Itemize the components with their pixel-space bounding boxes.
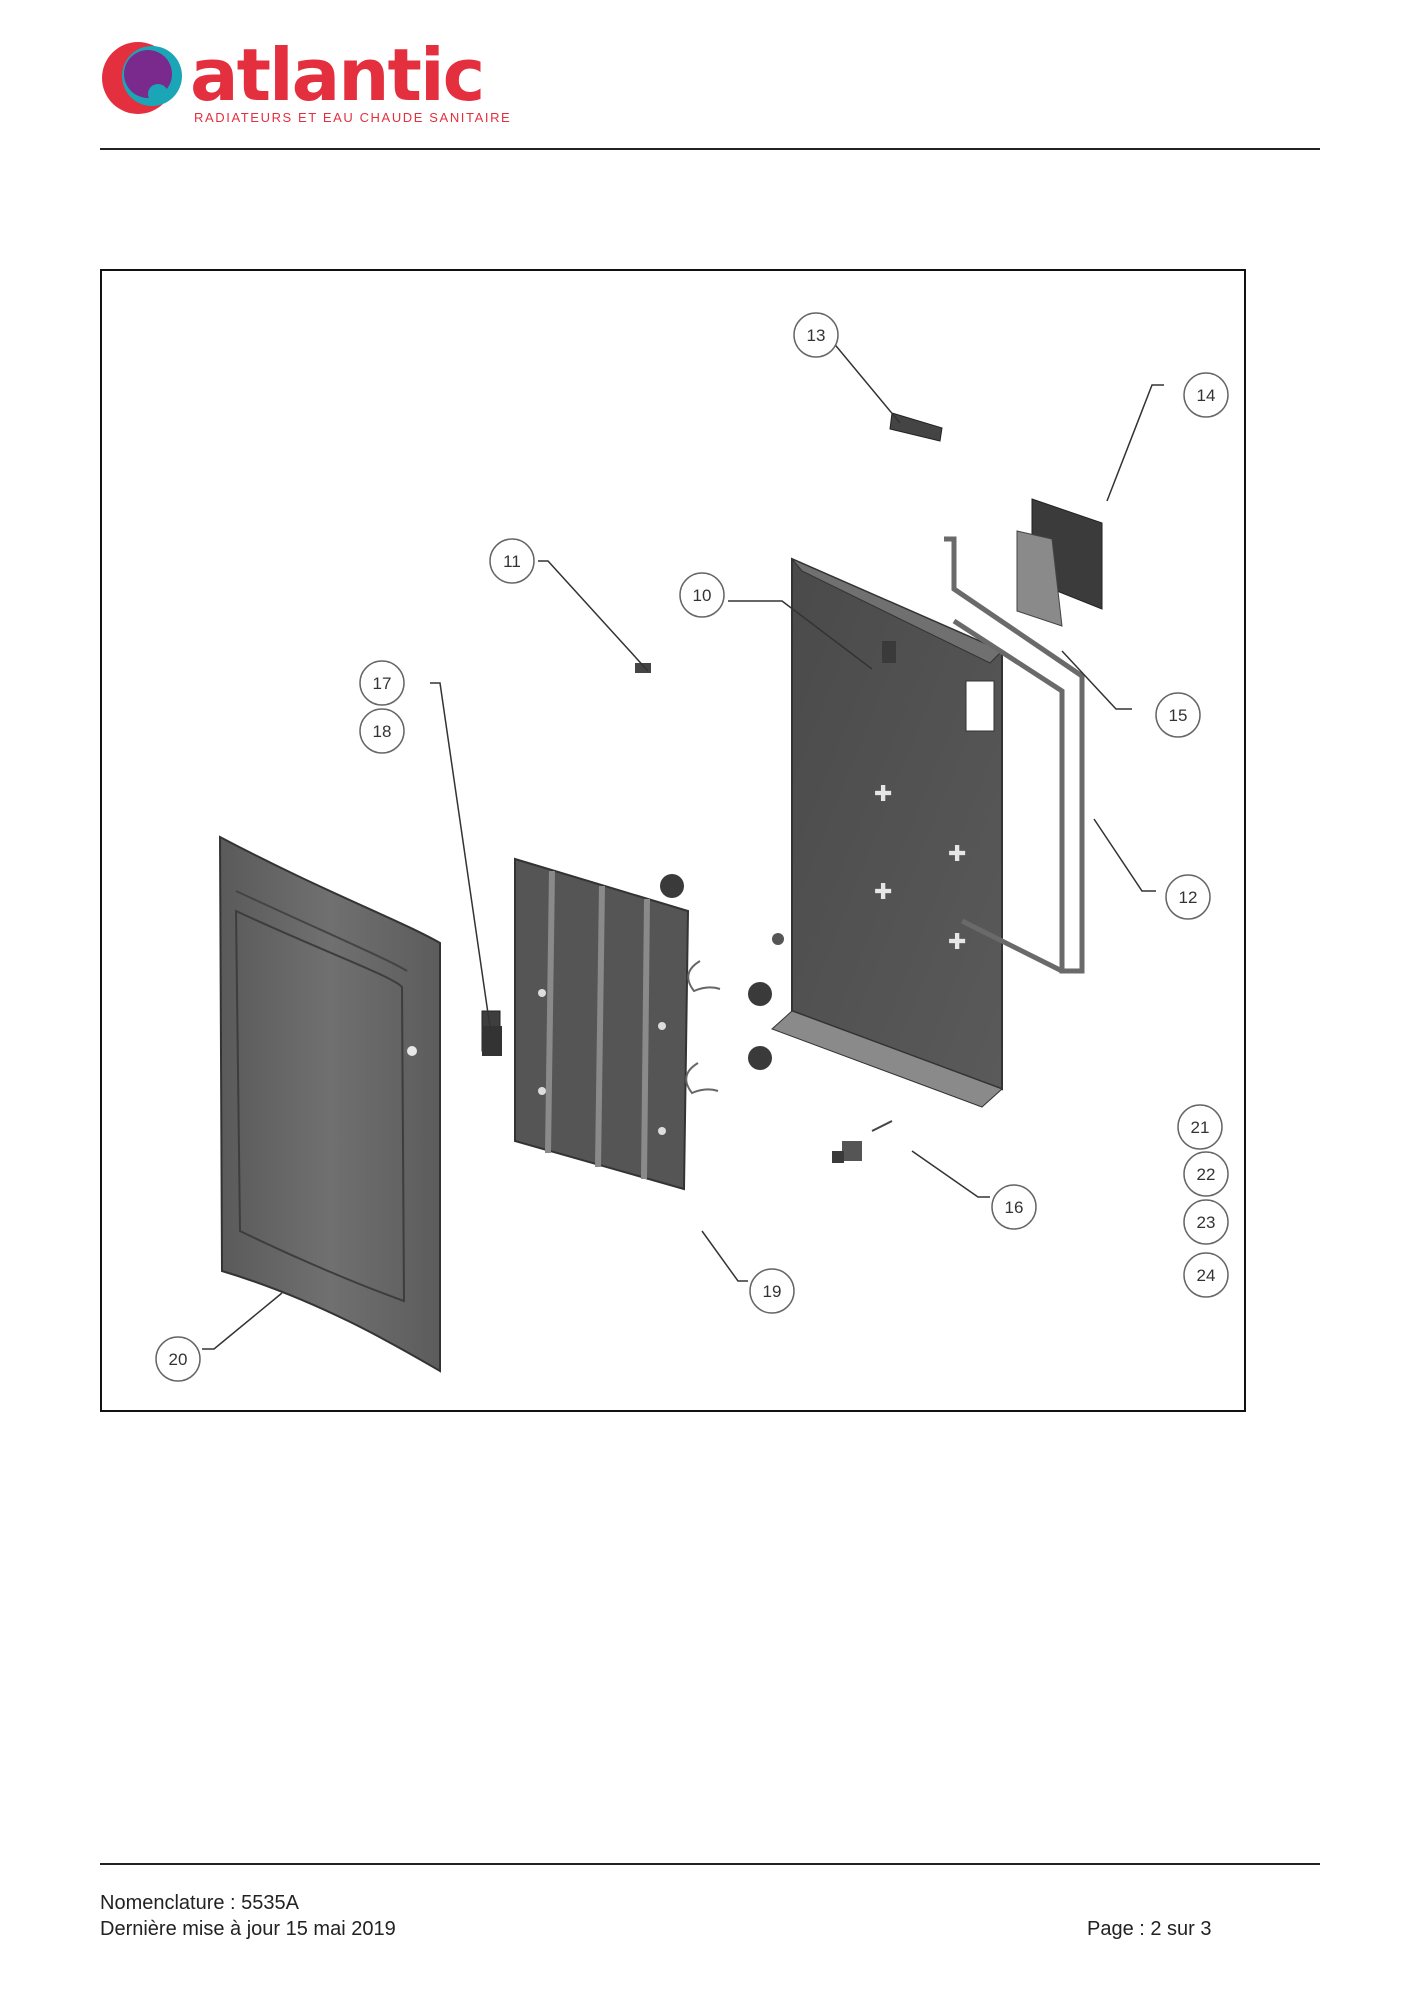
callout-15-label: 15	[1169, 706, 1188, 725]
callout-12: 12	[1165, 874, 1211, 920]
part-sensor	[832, 1120, 893, 1163]
callout-18: 18	[359, 708, 405, 754]
part-rear-chassis: ✚ ✚ ✚ ✚	[771, 557, 1003, 1108]
logo-tagline: RADIATEURS ET EAU CHAUDE SANITAIRE	[194, 110, 512, 125]
callout-11-label: 11	[503, 552, 521, 571]
callout-10-label: 10	[693, 586, 712, 605]
callout-20-label: 20	[169, 1350, 188, 1369]
callout-16: 16	[991, 1184, 1037, 1230]
callout-21-label: 21	[1191, 1118, 1210, 1137]
part-clips	[660, 874, 784, 1095]
nomenclature-text: Nomenclature : 5535A	[100, 1892, 300, 1914]
page-number: Page : 2 sur 3	[1087, 1918, 1212, 1940]
footer-divider	[100, 1863, 1320, 1865]
callout-14-label: 14	[1197, 386, 1216, 405]
callout-22-label: 22	[1197, 1165, 1216, 1184]
exploded-parts-diagram: ✚ ✚ ✚ ✚	[100, 269, 1246, 1412]
callout-19-label: 19	[763, 1282, 782, 1301]
svg-text:✚: ✚	[948, 930, 966, 955]
callout-15: 15	[1155, 692, 1201, 738]
parts-drawing: ✚ ✚ ✚ ✚	[155, 312, 1229, 1382]
last-updated-text: Dernière mise à jour 15 mai 2019	[100, 1918, 396, 1940]
callout-11: 11	[489, 538, 535, 584]
callout-13-label: 13	[807, 326, 826, 345]
header-divider	[100, 148, 1320, 150]
part-mounting-frame	[944, 536, 1085, 974]
callout-17: 17	[359, 660, 405, 706]
callout-21: 21	[1177, 1104, 1223, 1150]
part-control-box	[1016, 498, 1103, 627]
callout-10: 10	[679, 572, 725, 618]
logo-mark-icon	[102, 42, 182, 114]
svg-text:✚: ✚	[948, 842, 966, 867]
part-front-panel	[218, 835, 441, 1373]
callout-23: 23	[1183, 1199, 1229, 1245]
part-fuse-holder	[889, 412, 943, 442]
callout-19: 19	[749, 1268, 795, 1314]
callout-16-label: 16	[1005, 1198, 1024, 1217]
callout-24-label: 24	[1197, 1266, 1216, 1285]
callout-18-label: 18	[373, 722, 392, 741]
logo-small-circle	[148, 84, 168, 104]
logo-wordmark: atlantic	[190, 33, 485, 117]
part-small-clip	[635, 663, 651, 673]
footer-info: Nomenclature : 5535A Dernière mise à jou…	[100, 1890, 396, 1942]
callout-23-label: 23	[1197, 1213, 1216, 1232]
header: atlantic RADIATEURS ET EAU CHAUDE SANITA…	[100, 30, 1320, 148]
callout-14: 14	[1183, 372, 1229, 418]
svg-text:✚: ✚	[874, 782, 892, 807]
callout-17-label: 17	[373, 674, 392, 693]
callout-24: 24	[1183, 1252, 1229, 1298]
leader-lines	[202, 334, 1164, 1350]
callout-13: 13	[793, 312, 839, 358]
svg-text:✚: ✚	[874, 880, 892, 905]
part-heating-plate	[481, 857, 690, 1191]
callout-12-label: 12	[1179, 888, 1198, 907]
callouts: 13 14 11 10 15 17 18 12 21 22 23 24 16 1…	[155, 312, 1229, 1382]
callout-22: 22	[1183, 1151, 1229, 1197]
callout-20: 20	[155, 1336, 201, 1382]
atlantic-logo: atlantic RADIATEURS ET EAU CHAUDE SANITA…	[100, 30, 620, 130]
